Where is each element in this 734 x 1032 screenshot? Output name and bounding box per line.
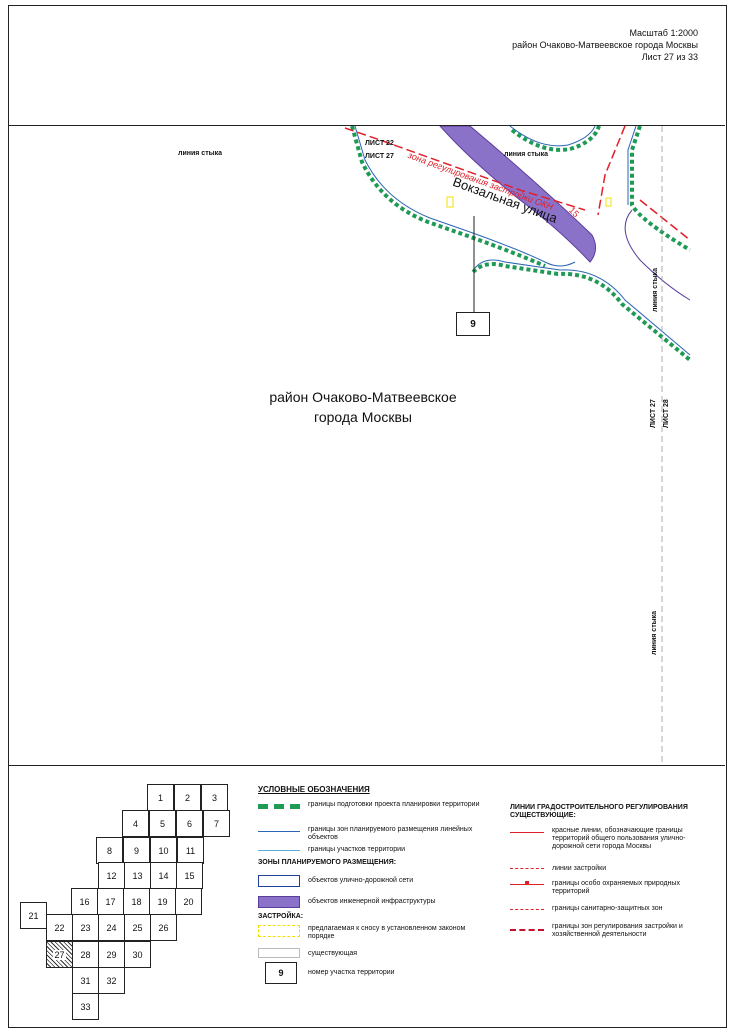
index-cell-8[interactable]: 8 (96, 837, 123, 864)
sanitary-swatch (510, 909, 544, 910)
index-cell-21[interactable]: 21 (20, 902, 47, 929)
sheet-frame (8, 5, 727, 1028)
index-cell-12[interactable]: 12 (98, 862, 125, 889)
road-network-swatch (258, 875, 300, 887)
index-cell-23[interactable]: 23 (72, 914, 99, 941)
sheet-27-label: ЛИСТ 27 (365, 153, 394, 160)
index-cell-2[interactable]: 2 (174, 784, 201, 811)
index-cell-13[interactable]: 13 (124, 862, 151, 889)
index-cell-9[interactable]: 9 (123, 837, 150, 864)
junction-line-label-right-top: линия стыка (652, 267, 659, 312)
building-lines-swatch (510, 868, 544, 869)
legend-regulation-zones: границы зон регулирования застройки и хо… (552, 923, 683, 938)
legend-protected-areas: границы особо охраняемых природных терри… (552, 880, 680, 895)
sheet-28-vertical: ЛИСТ 28 (663, 399, 670, 428)
legend-plot-number: номер участка территории (308, 969, 395, 976)
legend-road-network: объектов улично-дорожной сети (308, 877, 414, 884)
demolition-swatch (258, 925, 300, 937)
engineering-swatch (258, 896, 300, 908)
index-cell-26[interactable]: 26 (150, 914, 177, 941)
sheet-22-label: ЛИСТ 22 (365, 140, 394, 147)
header-separator (8, 125, 725, 126)
red-lines-swatch (510, 832, 544, 833)
linear-zone-swatch (258, 831, 300, 832)
regulation-zones-swatch (510, 929, 544, 931)
sheet-header: Масштаб 1:2000 район Очаково-Матвеевское… (512, 27, 698, 63)
scale-label: Масштаб 1:2000 (629, 28, 698, 38)
index-cell-10[interactable]: 10 (150, 837, 177, 864)
legend-sanitary: границы санитарно-защитных зон (552, 905, 663, 912)
district-label-line2: города Москвы (314, 409, 412, 425)
index-cell-11[interactable]: 11 (177, 837, 204, 864)
index-cell-16[interactable]: 16 (71, 888, 98, 915)
plot-number: 9 (470, 318, 476, 330)
index-cell-28[interactable]: 28 (72, 941, 99, 968)
legend-title: УСЛОВНЫЕ ОБОЗНАЧЕНИЯ (258, 785, 370, 794)
plot-boundary-swatch (258, 850, 300, 851)
index-cell-17[interactable]: 17 (97, 888, 124, 915)
index-cell-22[interactable]: 22 (46, 914, 73, 941)
index-cell-18[interactable]: 18 (123, 888, 150, 915)
plot-number-sample: 9 (278, 968, 284, 978)
index-cell-3[interactable]: 3 (201, 784, 228, 811)
index-cell-31[interactable]: 31 (72, 967, 99, 994)
index-cell-33[interactable]: 33 (72, 993, 99, 1020)
legend-zones-heading: ЗОНЫ ПЛАНИРУЕМОГО РАЗМЕЩЕНИЯ: (258, 859, 397, 866)
district-label-line1: район Очаково-Матвеевское (269, 389, 457, 405)
legend-planning-boundary: границы подготовки проекта планировки те… (308, 801, 480, 808)
index-cell-7[interactable]: 7 (203, 810, 230, 837)
index-cell-25[interactable]: 25 (124, 914, 151, 941)
index-cell-1[interactable]: 1 (147, 784, 174, 811)
protected-areas-dot (525, 881, 529, 885)
legend-buildings-heading: ЗАСТРОЙКА: (258, 913, 304, 920)
index-cell-15[interactable]: 15 (176, 862, 203, 889)
junction-line-label-left: линия стыка (178, 150, 223, 157)
index-cell-30[interactable]: 30 (124, 941, 151, 968)
junction-line-label-top: линия стыка (504, 151, 549, 158)
legend-building-lines: линии застройки (552, 865, 607, 872)
sheet-27-vertical: ЛИСТ 27 (650, 399, 657, 428)
index-cell-24[interactable]: 24 (98, 914, 125, 941)
plot-number-swatch: 9 (265, 962, 297, 984)
legend-demolition: предлагаемая к сносу в установленном зак… (308, 925, 466, 940)
index-cell-6[interactable]: 6 (176, 810, 203, 837)
index-cell-5[interactable]: 5 (149, 810, 176, 837)
junction-line-label-right-bottom: линия стыка (651, 610, 658, 655)
legend-red-lines: красные линии, обозначающие границы терр… (552, 827, 686, 850)
legend-linear-zone: границы зон планируемого размещения лине… (308, 826, 473, 841)
index-cell-32[interactable]: 32 (98, 967, 125, 994)
sheet-number: Лист 27 из 33 (641, 52, 698, 62)
existing-swatch (258, 948, 300, 958)
index-cell-14[interactable]: 14 (150, 862, 177, 889)
planning-boundary-swatch (258, 804, 300, 809)
index-cell-19[interactable]: 19 (149, 888, 176, 915)
legend-lines-heading: ЛИНИИ ГРАДОСТРОИТЕЛЬНОГО РЕГУЛИРОВАНИЯ С… (510, 804, 688, 819)
index-cell-27-current[interactable]: 27 (46, 941, 73, 968)
index-cell-4[interactable]: 4 (122, 810, 149, 837)
legend-plot-boundary: границы участков территории (308, 846, 405, 853)
index-cell-20[interactable]: 20 (175, 888, 202, 915)
legend-separator (8, 765, 725, 766)
legend-existing: существующая (308, 950, 358, 957)
index-cell-29[interactable]: 29 (98, 941, 125, 968)
plot-number-marker: 9 (456, 312, 490, 336)
district-label: район Очаково-Матвеевское города Москвы (228, 387, 498, 427)
legend-engineering: объектов инженерной инфраструктуры (308, 898, 436, 905)
district-header: район Очаково-Матвеевское города Москвы (512, 40, 698, 50)
